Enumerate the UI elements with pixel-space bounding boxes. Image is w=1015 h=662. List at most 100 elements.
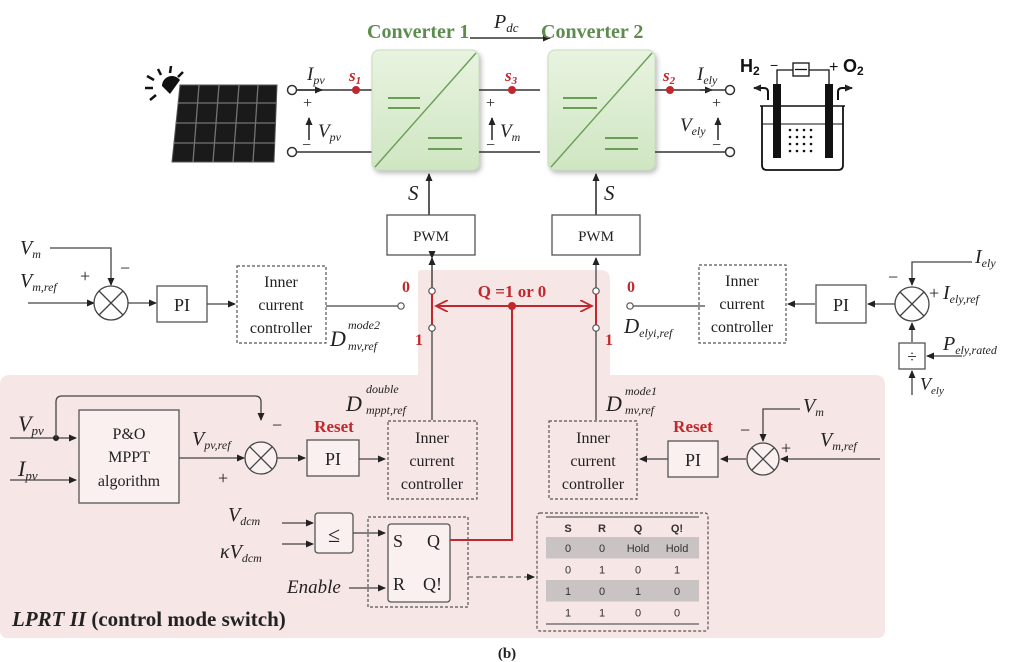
mode-switch-2: 0 1 [592,257,635,420]
truth-table-cell: 1 [599,565,605,577]
mppt-label-line3: algorithm [98,473,161,490]
vm-ref-plus-sign: + [80,266,90,286]
sr-latch-block [387,523,451,603]
inner4-label-line3: controller [562,476,625,493]
electrolyzer-icon: H2 − + O2 [740,56,864,171]
vpv-ref-label: Vpv,ref [192,428,232,452]
converter2-title: Converter 2 [541,21,643,43]
switch2-pos0-label: 0 [627,279,635,296]
h2-label: H2 [740,56,760,78]
d-mode1-label: D [605,391,622,416]
inner-label-line1: Inner [264,274,298,291]
sun-icon [145,65,184,101]
vpv-ref-plus-sign: + [218,468,228,488]
d-mode2-sup: mode2 [348,318,380,332]
reset-label-2: Reset [673,417,713,436]
ely-terminal-negative [724,146,736,158]
inner2-label-line2: current [719,296,765,313]
sr-s-pin: S [393,531,403,551]
mode-switch-1: 0 1 [402,251,436,420]
figure-caption: (b) [498,646,516,662]
truth-table-header: Q! [671,523,683,535]
vm-ref-input-label-2: Vm,ref [820,429,858,453]
power-flow-label: Pdc [493,11,519,35]
mid-minus-sign: − [486,137,495,154]
inner3-label-line1: Inner [415,430,449,447]
mode-switch-logic: Vdcm κVdcm ≤ S Q R Q! Enable [220,504,535,608]
truth-table-cell: 1 [635,586,641,598]
inner-label-line2: current [258,297,304,314]
sr-q-pin: Q [427,531,440,551]
solar-panel-icon [145,65,278,163]
summing-junction-1 [93,285,129,321]
converter1-title: Converter 1 [367,21,469,43]
d-mode2-label: D [329,326,346,351]
sensor-label-s2: s2 [662,66,676,87]
inner2-label-line3: controller [711,319,774,336]
switch1-pos0-label: 0 [402,279,410,296]
truth-table-cell: Hold [627,543,650,555]
selector-label: Q =1 or 0 [478,282,546,301]
ely-minus-sign: − [712,137,721,154]
pwm-block-2 [551,214,641,256]
d-mode1-sub: mv,ref [625,403,656,417]
sensor-point-s1 [352,86,360,94]
vm-ref2-plus-sign: + [781,438,791,458]
pwm-block-1 [386,214,476,256]
truth-table-cell: Hold [666,543,689,555]
truth-table-cell: 0 [674,608,680,620]
d-double-sub: mppt,ref [366,403,408,417]
converter2-block [547,49,656,171]
vpv-input-label: Vpv [18,411,44,438]
kvdcm-input-label: κVdcm [220,541,262,565]
vm-minus-sign: − [120,258,130,278]
inner-current-controller-3 [387,420,478,500]
truth-table-row-shade [546,537,699,559]
pi-label-1: PI [174,295,190,315]
comparator-symbol: ≤ [328,522,340,547]
inner4-label-line2: current [570,453,616,470]
enable-input-label: Enable [286,577,341,598]
d-mode2-sub: mv,ref [348,339,379,353]
truth-table-header: R [598,523,606,535]
iely-minus-sign: − [888,267,898,287]
truth-table-cell: 1 [565,608,571,620]
vm2-minus-sign: − [740,420,750,440]
sensor-point-s3 [508,86,516,94]
pi-controller-2 [815,284,867,324]
truth-table-cell: 0 [674,586,680,598]
lprt-title: LPRT II (control mode switch) [11,607,286,631]
pi-label-2: PI [833,295,849,315]
reset-label-1: Reset [314,417,354,436]
sr-r-pin: R [393,574,405,594]
pv-voltage-label: Vpv [318,121,342,144]
mid-plus-sign: + [486,95,495,112]
pv-plus-sign: + [303,95,312,112]
inner2-label-line1: Inner [725,273,759,290]
switch1-pos1-label: 1 [415,332,423,349]
mid-voltage-label: Vm [500,121,521,144]
sensor-point-s2 [666,86,674,94]
pi-controller-1 [156,285,208,323]
ely-current-label: Iely [696,64,718,87]
mppt-label-line2: MPPT [108,449,150,466]
pi-controller-4 [667,440,719,478]
o2-label: O2 [843,56,864,78]
vm-input-label-2: Vm [803,395,824,419]
inner4-label-line1: Inner [576,430,610,447]
mppt-loop: Vpv Ipv P&O MPPT algorithm Vpv,ref + − R… [10,382,478,504]
mode1-loop: Inner current controller D mode1 mv,ref … [548,384,880,500]
inner3-label-line2: current [409,453,455,470]
pv-terminal-negative [286,146,298,158]
divider-symbol: ÷ [907,347,916,366]
inner-current-controller-1 [236,265,327,344]
inner3-label-line3: controller [401,476,464,493]
upper-left-loop: Vm − Vm,ref + PI Inner current controlle… [20,237,405,353]
upper-right-loop: Delyi,ref Inner current controller PI Ie… [623,246,998,397]
vdcm-input-label: Vdcm [228,504,261,528]
switch2-pos1-label: 1 [605,332,613,349]
summing-junction-4 [746,442,780,476]
truth-table-cell: 0 [565,543,571,555]
ely-terminal-positive [724,84,736,96]
